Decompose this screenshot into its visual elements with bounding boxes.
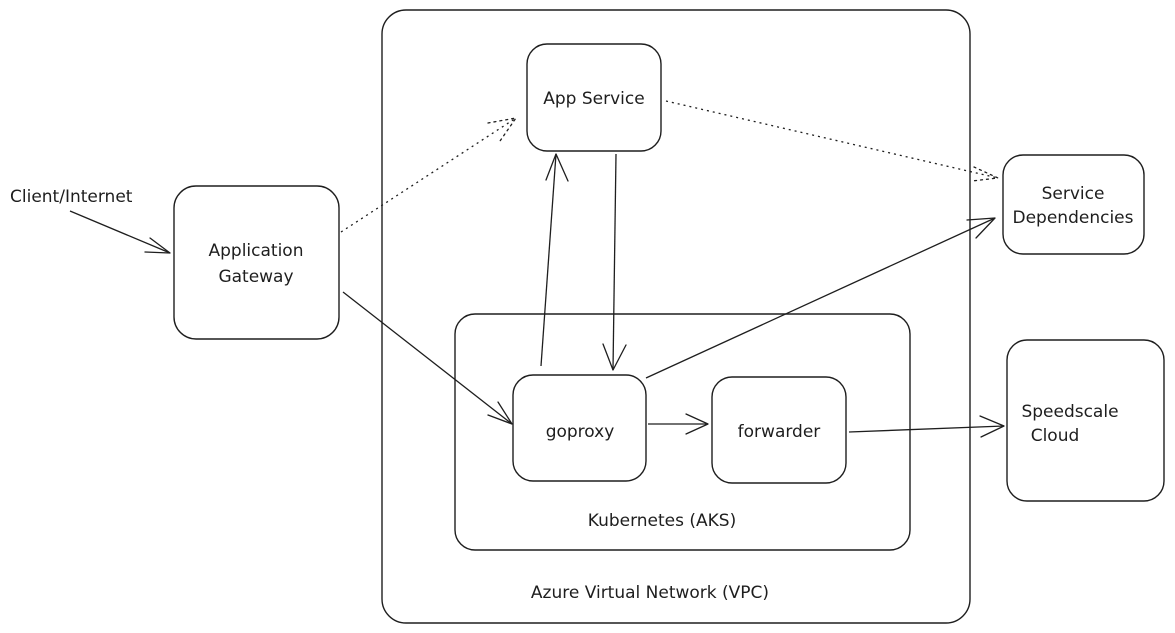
speedscale-cloud-node: Speedscale Cloud [1006, 339, 1165, 502]
app-service-label: App Service [543, 89, 644, 109]
goproxy-label: goproxy [546, 422, 615, 442]
goproxy-node: goproxy [512, 374, 647, 482]
kubernetes-container [454, 313, 911, 551]
service-dependencies-node: Service Dependencies [1002, 154, 1145, 255]
app-service-node: App Service [526, 43, 662, 152]
edge-goproxy-to-app-service [540, 153, 569, 367]
edge-gateway-to-app-service-dotted [340, 117, 517, 233]
speedscale-cloud-label-line2: Cloud [1031, 426, 1080, 446]
service-dependencies-label-line2: Dependencies [1013, 208, 1134, 228]
edge-client-to-gateway [69, 210, 171, 254]
edge-gateway-to-goproxy [342, 291, 513, 425]
application-gateway-label-line1: Application [209, 241, 304, 261]
speedscale-cloud-label-line1: Speedscale [1021, 402, 1118, 422]
kubernetes-label: Kubernetes (AKS) [588, 511, 736, 531]
service-dependencies-label-line1: Service [1042, 184, 1105, 204]
forwarder-label: forwarder [738, 422, 821, 442]
application-gateway-node: Application Gateway [173, 185, 340, 340]
edge-app-service-to-dependencies-dotted [665, 100, 999, 182]
edge-app-service-to-goproxy [602, 153, 627, 371]
vpc-label: Azure Virtual Network (VPC) [531, 583, 769, 603]
forwarder-node: forwarder [711, 376, 847, 484]
edge-goproxy-to-dependencies [645, 217, 996, 379]
edge-goproxy-to-forwarder [648, 413, 709, 435]
application-gateway-label-line2: Gateway [218, 267, 293, 287]
edge-forwarder-to-speedscale [848, 415, 1005, 438]
client-internet-label: Client/Internet [10, 187, 133, 207]
vpc-container [381, 9, 971, 624]
